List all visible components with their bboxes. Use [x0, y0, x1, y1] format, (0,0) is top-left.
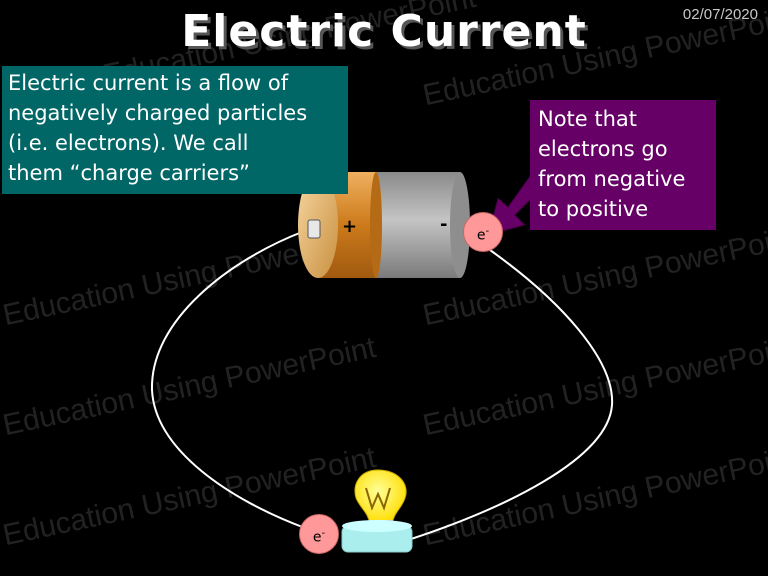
battery-plus-label: + — [342, 216, 358, 237]
note-line: from negative — [538, 167, 686, 191]
battery-minus-label: - — [440, 214, 448, 235]
electron-bottom: e- — [299, 514, 339, 554]
slide-date: 02/07/2020 — [682, 6, 758, 23]
info-line: negatively charged particles — [8, 101, 308, 125]
note-line: to positive — [538, 197, 649, 221]
info-line: (i.e. electrons). We call — [8, 131, 249, 155]
battery-end — [450, 172, 470, 278]
electron-label: e — [476, 227, 486, 244]
note-line: Note that — [538, 107, 638, 131]
battery-nub — [307, 219, 321, 239]
wire-right — [407, 249, 614, 541]
info-box: Electric current is a flow of negatively… — [2, 66, 348, 194]
bulb-glass — [354, 469, 407, 525]
electron-label: e — [312, 529, 322, 546]
electron-top: e- — [463, 212, 503, 252]
wire-left — [150, 231, 306, 529]
note-box: Note that electrons go from negative to … — [530, 100, 716, 230]
bulb-filament — [365, 487, 391, 511]
slide-title: Electric Current — [181, 6, 587, 57]
electron-charge: - — [321, 528, 326, 539]
electron-charge: - — [485, 226, 490, 237]
note-line: electrons go — [538, 137, 668, 161]
info-line: them “charge carriers” — [8, 161, 250, 185]
info-line: Electric current is a flow of — [8, 71, 289, 95]
